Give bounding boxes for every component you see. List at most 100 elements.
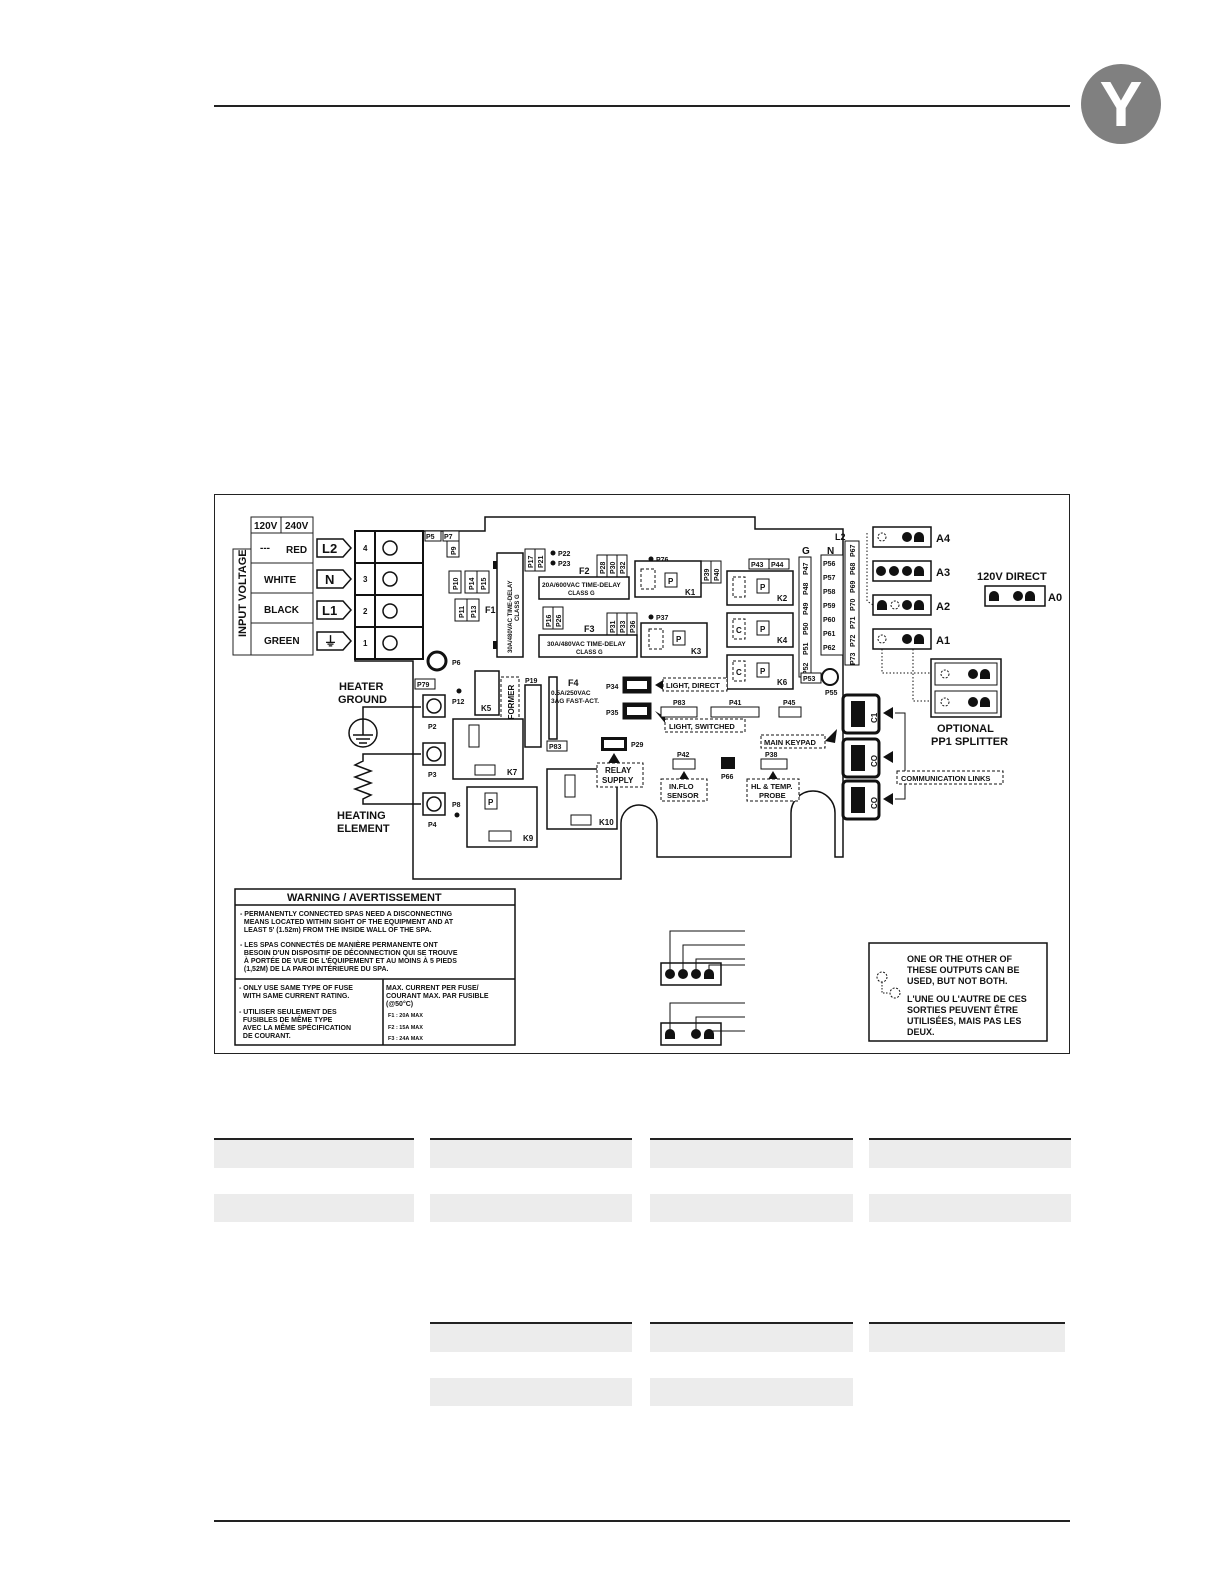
label-p33: P33 bbox=[620, 620, 627, 633]
note-fr-4: DEUX. bbox=[907, 1027, 935, 1037]
header-rule-top bbox=[214, 105, 1070, 107]
dot-p12 bbox=[456, 688, 462, 694]
label-p71: P71 bbox=[850, 616, 857, 629]
input-voltage-title: INPUT VOLTAGE bbox=[237, 549, 249, 637]
label-p67: P67 bbox=[850, 544, 857, 557]
row1-120: --- bbox=[260, 543, 270, 554]
ground-wire bbox=[362, 706, 421, 711]
relay-k5 bbox=[474, 670, 500, 716]
label-p5: P5 bbox=[426, 534, 435, 541]
label-p31: P31 bbox=[610, 620, 617, 633]
fuse-f3-rating: 30A/480VAC TIME-DELAY bbox=[547, 641, 626, 648]
label-f3: F3 bbox=[584, 624, 595, 634]
brand-logo: Y bbox=[1081, 64, 1161, 144]
warning-title: WARNING / AVERTISSEMENT bbox=[287, 892, 442, 904]
label-p51: P51 bbox=[803, 642, 810, 655]
label-l2: L2 bbox=[835, 532, 846, 542]
label-p70: P70 bbox=[850, 598, 857, 611]
placeholder-bar bbox=[650, 1194, 853, 1222]
label-p39: P39 bbox=[704, 568, 711, 581]
placeholder-bar bbox=[430, 1378, 632, 1406]
label-p30: P30 bbox=[610, 561, 617, 574]
label-p34: P34 bbox=[606, 684, 619, 691]
row3-240: BLACK bbox=[264, 605, 300, 616]
rating-f2: F2 : 15A MAX bbox=[388, 1025, 423, 1031]
label-co2: CO bbox=[870, 797, 879, 809]
label-k9: K9 bbox=[523, 834, 534, 843]
label-p47: P47 bbox=[803, 562, 810, 575]
warning-en-2: MEANS LOCATED WITHIN SIGHT OF THE EQUIPM… bbox=[240, 919, 454, 926]
header-240v: 240V bbox=[285, 521, 309, 532]
inflo-box bbox=[660, 778, 708, 802]
light-direct-box bbox=[662, 677, 728, 692]
label-p8: P8 bbox=[452, 802, 461, 809]
max-current-1: MAX. CURRENT PER FUSE/ bbox=[386, 985, 479, 992]
placeholder-bar bbox=[214, 1194, 414, 1222]
note-dotted-link bbox=[881, 982, 889, 994]
label-p37: P37 bbox=[656, 615, 669, 622]
output-a2: A2 bbox=[872, 594, 950, 616]
header-120v: 120V bbox=[254, 521, 278, 532]
connector-boxes bbox=[414, 530, 860, 690]
label-p62: P62 bbox=[823, 645, 836, 652]
label-p10: P10 bbox=[453, 577, 460, 590]
placeholder-bar bbox=[430, 1194, 632, 1222]
k4-p: P bbox=[760, 625, 766, 634]
label-p52: P52 bbox=[803, 662, 810, 675]
pin-4: 4 bbox=[363, 544, 368, 553]
fuse-fr-4: DE COURANT. bbox=[239, 1033, 291, 1040]
row1-240: RED bbox=[286, 545, 307, 556]
label-p42: P42 bbox=[677, 752, 690, 759]
comm-link-connectors bbox=[841, 693, 881, 821]
label-p6: P6 bbox=[452, 660, 461, 667]
row2-240: WHITE bbox=[264, 575, 297, 586]
n-column-labels: P56 P57 P58 P59 P60 P61 P62 bbox=[823, 561, 836, 652]
splitter-line1: OPTIONAL bbox=[937, 723, 994, 735]
label-p53: P53 bbox=[803, 676, 816, 683]
terminal-l1-label: L1 bbox=[322, 603, 337, 618]
fuse-fr-1: - UTILISER SEULEMENT DES bbox=[239, 1009, 337, 1016]
fuse-f4: F4 0.5A/250VAC 3AG FAST-ACT. bbox=[548, 676, 599, 740]
light-switched-label: LIGHT, SWITCHED bbox=[669, 722, 735, 731]
relay-k3: P K3 bbox=[640, 622, 708, 658]
bar-rule bbox=[650, 1138, 853, 1140]
note-en-3: USED, BUT NOT BOTH. bbox=[907, 976, 1008, 986]
label-k1: K1 bbox=[685, 588, 696, 597]
dot-p37 bbox=[648, 614, 654, 620]
fuse-fr-3: AVEC LA MÊME SPÉCIFICATION bbox=[239, 1023, 351, 1032]
transformer-label: TRANSFORMER bbox=[507, 685, 516, 747]
splitter-line2: PP1 SPLITTER bbox=[931, 736, 1008, 748]
label-p57: P57 bbox=[823, 575, 836, 582]
pin-2: 2 bbox=[363, 607, 368, 616]
label-p23: P23 bbox=[558, 561, 571, 568]
fuse-f1: 30A/480VAC TIME-DELAY CLASS G bbox=[493, 552, 524, 658]
relay-supply-line1: RELAY bbox=[605, 766, 632, 775]
p35-slot bbox=[627, 707, 647, 715]
k2-p: P bbox=[760, 583, 766, 592]
direct-120v-label: 120V DIRECT bbox=[977, 571, 1047, 583]
note-en-2: THESE OUTPUTS CAN BE bbox=[907, 965, 1020, 975]
k6-c: C bbox=[736, 668, 742, 677]
label-f4: F4 bbox=[568, 678, 579, 688]
pin-1: 1 bbox=[363, 639, 368, 648]
label-p49: P49 bbox=[803, 602, 810, 615]
label-k2: K2 bbox=[777, 594, 788, 603]
label-p41: P41 bbox=[729, 700, 742, 707]
p38-connector bbox=[760, 758, 788, 770]
bar-rule bbox=[869, 1322, 1065, 1324]
k9-p: P bbox=[488, 798, 494, 807]
label-a4: A4 bbox=[936, 533, 951, 545]
label-p19: P19 bbox=[525, 678, 538, 685]
dot-p23 bbox=[550, 560, 556, 566]
wiring-diagram-frame: INPUT VOLTAGE 120V 240V --- RED WHITE BL… bbox=[214, 494, 1070, 1054]
label-p15: P15 bbox=[481, 577, 488, 590]
terminal-n-label: N bbox=[325, 572, 334, 587]
label-p73: P73 bbox=[850, 652, 857, 665]
max-current-2: COURANT MAX. PAR FUSIBLE bbox=[386, 993, 489, 1000]
label-p7: P7 bbox=[444, 534, 453, 541]
label-p17: P17 bbox=[528, 555, 535, 568]
label-p40: P40 bbox=[714, 568, 721, 581]
inflo-line1: IN.FLO bbox=[669, 782, 694, 791]
label-a1: A1 bbox=[936, 635, 950, 647]
p53-box bbox=[800, 672, 822, 684]
